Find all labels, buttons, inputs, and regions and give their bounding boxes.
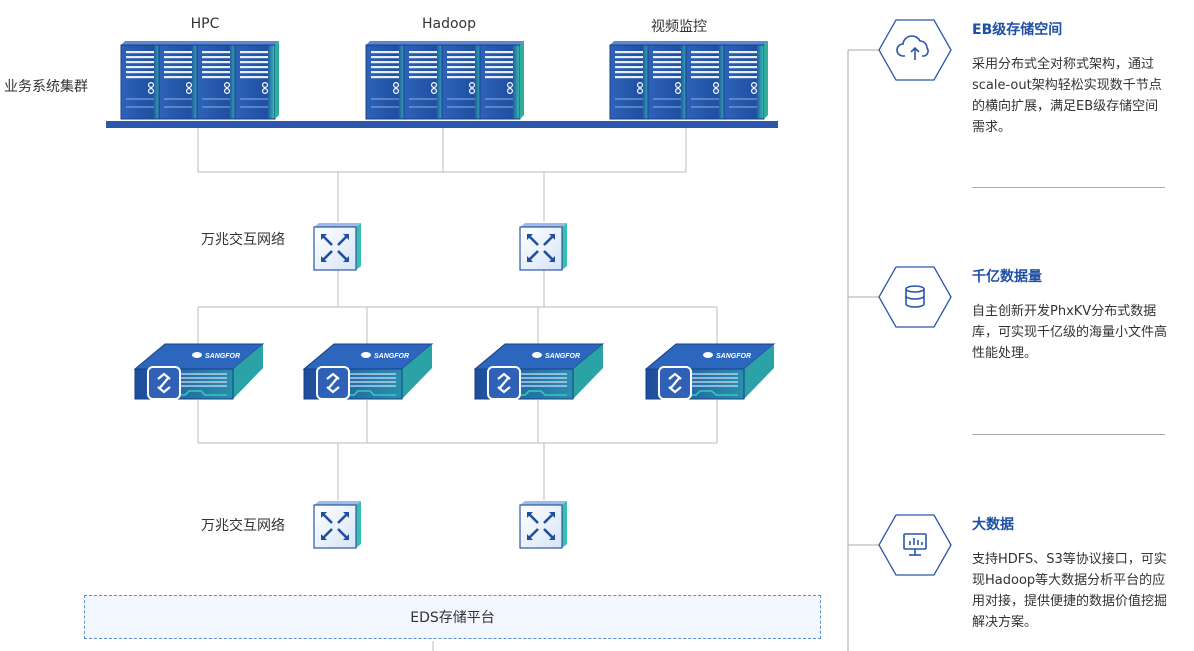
- network-switch-icon: [313, 223, 361, 271]
- server-group-hadoop: [365, 41, 524, 120]
- group-label-hpc: HPC: [190, 16, 220, 32]
- feature-title-1: EB级存储空间: [972, 22, 1063, 38]
- sangfor-badge-icon: [487, 366, 521, 400]
- server-rack-icon: [196, 41, 241, 120]
- feature-connector: [847, 49, 880, 651]
- cluster-bus-bar: [106, 121, 778, 128]
- server-rack-icon: [234, 41, 279, 120]
- feature-desc-2: 自主创新开发PhxKV分布式数据库，可实现千亿级的海量小文件高性能处理。: [972, 304, 1168, 361]
- server-rack-icon: [403, 41, 448, 120]
- monitor-chart-icon: [903, 533, 927, 556]
- sangfor-badge-icon: [658, 366, 692, 400]
- feature-hex-2: [878, 266, 952, 328]
- network-switch-icon: [519, 223, 567, 271]
- feature-desc-3: 支持HDFS、S3等协议接口，可实现Hadoop等大数据分析平台的应用对接，提供…: [972, 552, 1168, 630]
- feature-desc-1: 采用分布式全对称式架构，通过scale-out架构轻松实现数千节点的横向扩展，满…: [972, 57, 1162, 135]
- feature-title-3: 大数据: [972, 517, 1014, 533]
- feature-title-2: 千亿数据量: [972, 269, 1042, 285]
- switch-layer-label-lower: 万兆交互网络: [201, 518, 285, 534]
- switch-layer-label-upper: 万兆交互网络: [201, 232, 285, 248]
- database-icon: [905, 285, 925, 308]
- platform-label: EDS存储平台: [410, 610, 495, 626]
- feature-hex-3: [878, 514, 952, 576]
- server-rack-icon: [158, 41, 203, 120]
- storage-appliance-icon: SANGFOR: [473, 343, 605, 400]
- connection-lines: [197, 128, 718, 651]
- sangfor-logo-text: SANGFOR: [545, 353, 580, 360]
- server-rack-icon: [609, 41, 654, 120]
- server-group-hpc: [120, 41, 279, 120]
- server-rack-icon: [685, 41, 730, 120]
- storage-appliance-icon: SANGFOR: [644, 343, 776, 400]
- server-rack-icon: [647, 41, 692, 120]
- storage-appliance-icon: SANGFOR: [133, 343, 265, 400]
- sangfor-logo-text: SANGFOR: [374, 353, 409, 360]
- sangfor-badge-icon: [316, 366, 350, 400]
- group-label-video: 视频监控: [651, 19, 707, 35]
- feature-divider-1: [972, 187, 1165, 188]
- group-label-hadoop: Hadoop: [421, 16, 476, 32]
- server-rack-icon: [479, 41, 524, 120]
- cluster-label: 业务系统集群: [4, 79, 88, 95]
- sangfor-badge-icon: [147, 366, 181, 400]
- feature-divider-2: [972, 434, 1165, 435]
- server-rack-icon: [441, 41, 486, 120]
- feature-hex-1: [878, 19, 952, 81]
- eds-platform-box: EDS存储平台: [84, 595, 821, 639]
- network-switch-icon: [313, 501, 361, 549]
- storage-appliance-icon: SANGFOR: [302, 343, 434, 400]
- server-rack-icon: [723, 41, 768, 120]
- network-switch-icon: [519, 501, 567, 549]
- sangfor-logo-text: SANGFOR: [716, 353, 751, 360]
- server-rack-icon: [120, 41, 165, 120]
- server-group-video: [609, 41, 768, 120]
- sangfor-logo-text: SANGFOR: [205, 353, 240, 360]
- cloud-upload-icon: [896, 35, 929, 60]
- topology-diagram: SANGFOR SANGFOR SANGFOR SANGFOR: [106, 41, 778, 651]
- server-rack-icon: [365, 41, 410, 120]
